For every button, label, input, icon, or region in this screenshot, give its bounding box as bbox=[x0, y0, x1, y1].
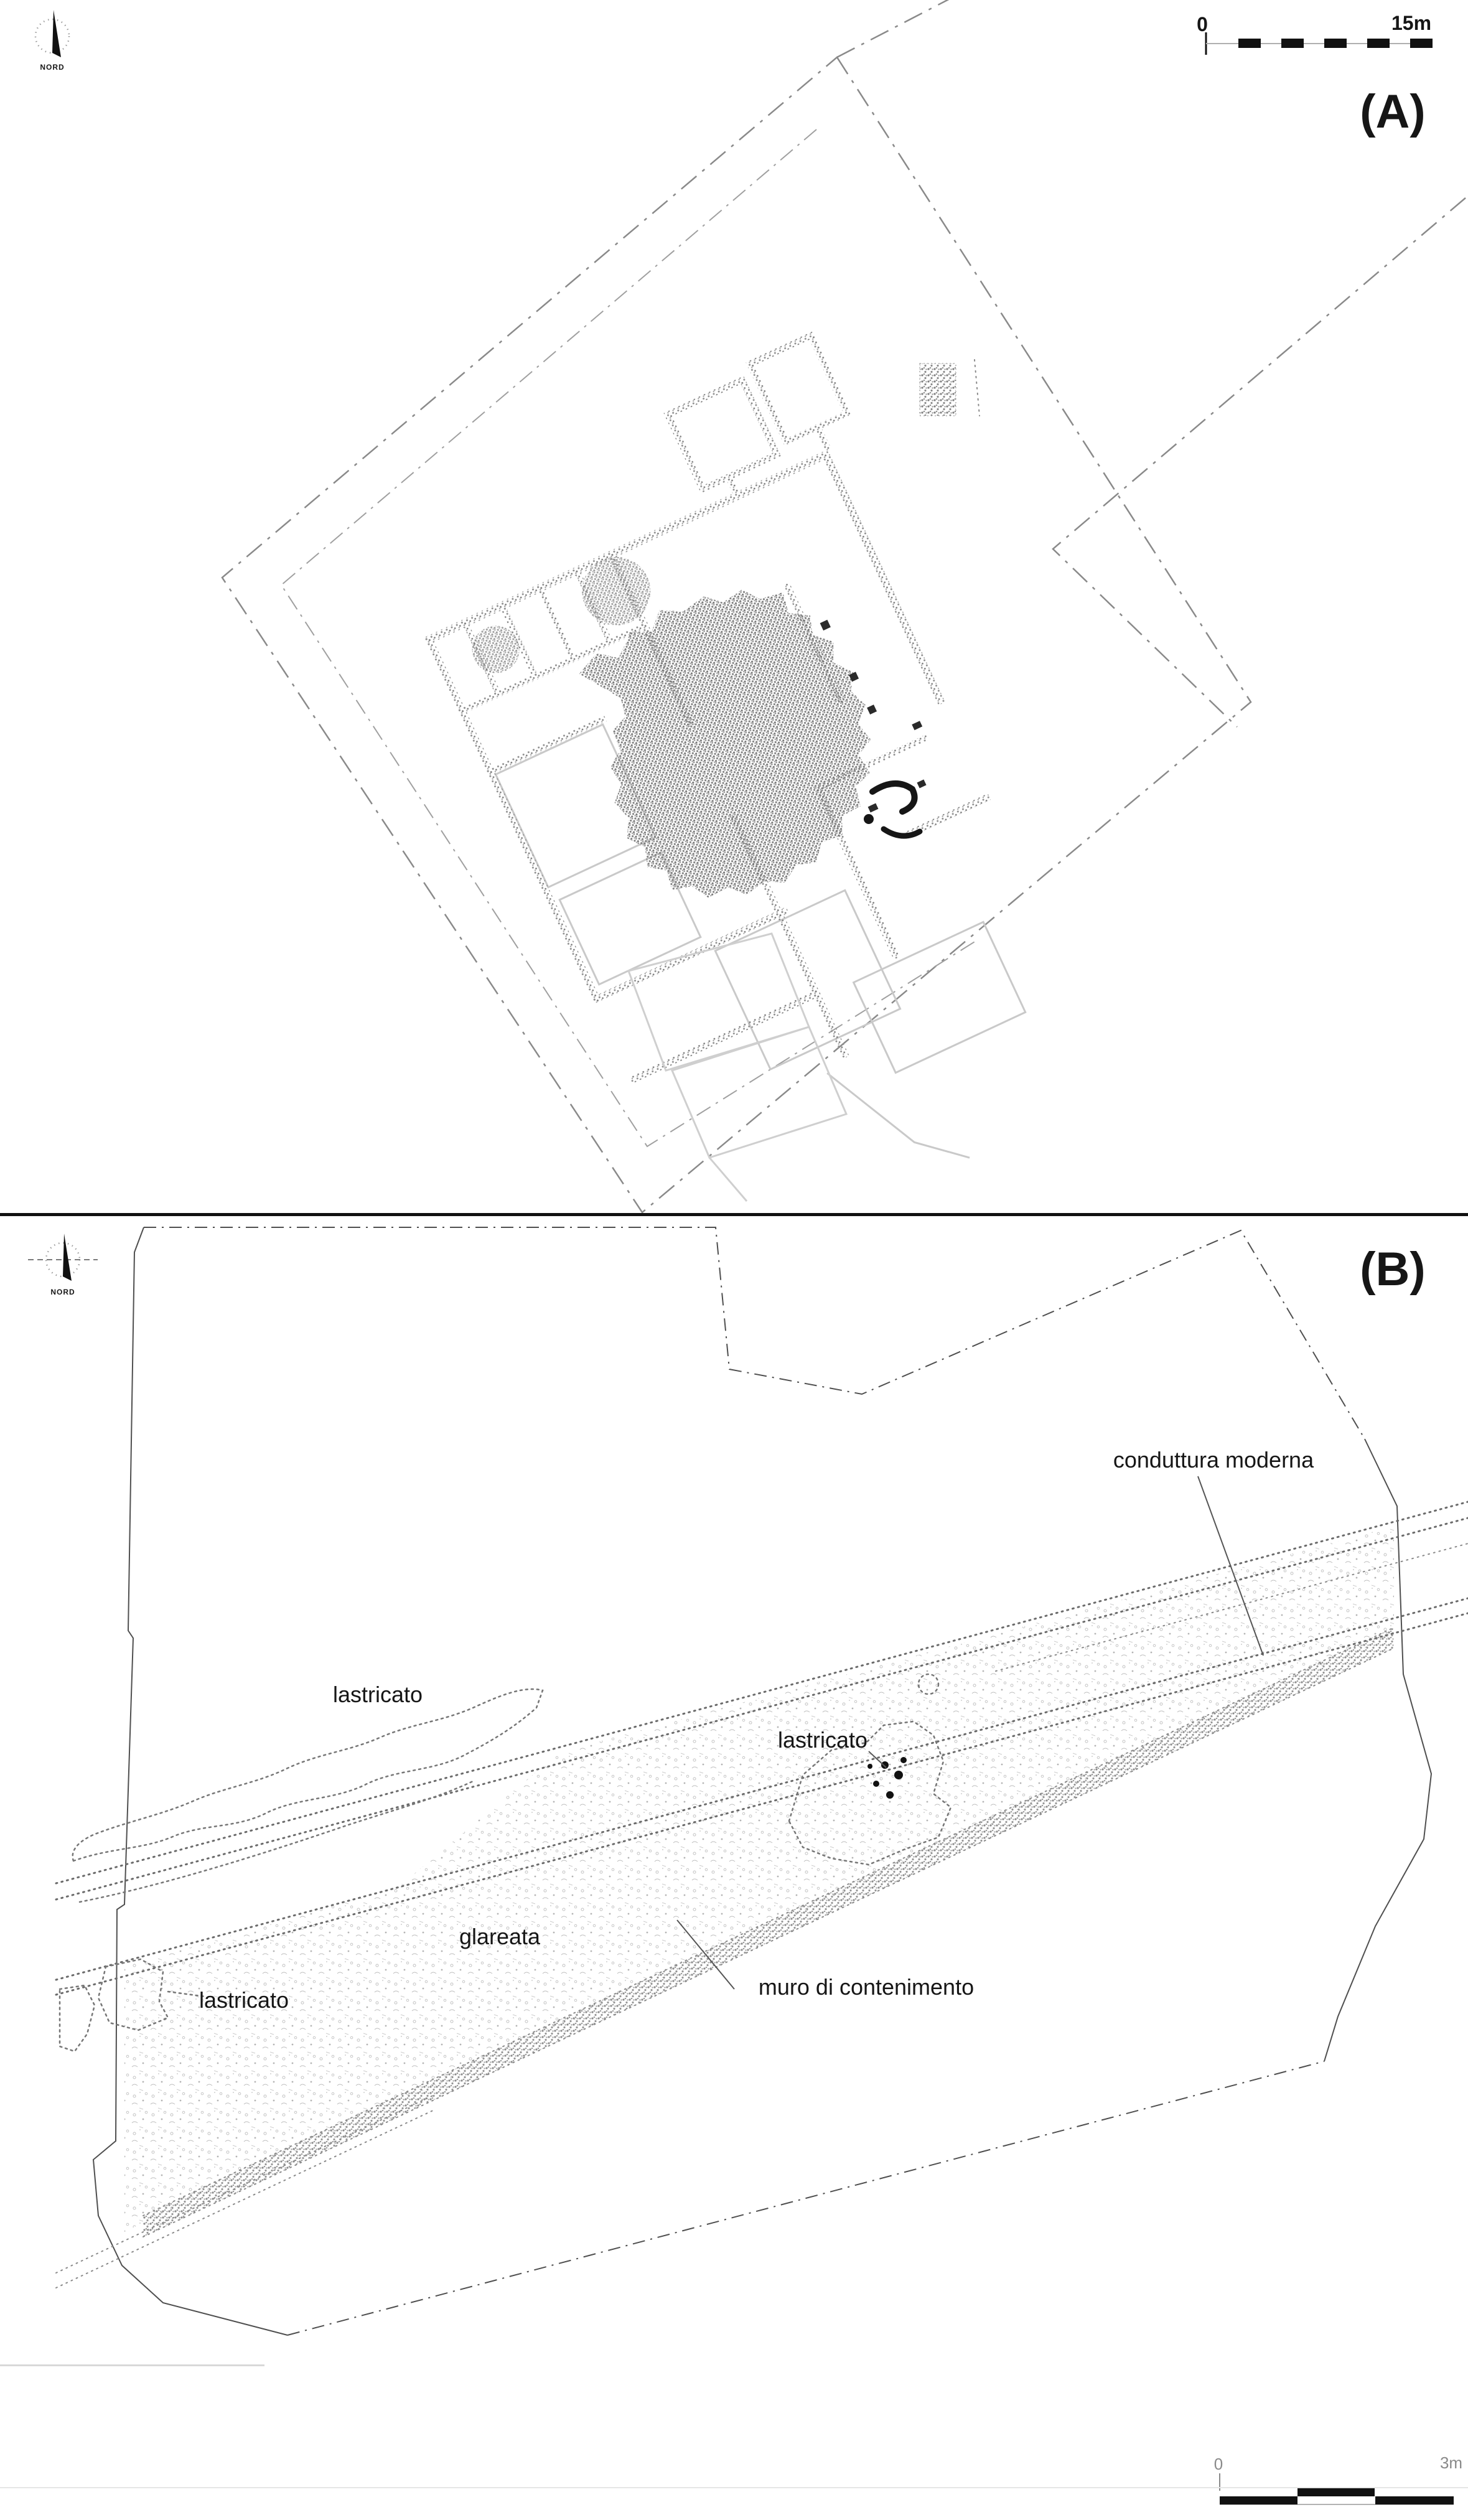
panel-b-outline-bottom bbox=[287, 2061, 1325, 2336]
rubble-patch-top bbox=[472, 625, 520, 673]
lastricato-edge-line bbox=[78, 1780, 474, 1903]
north-arrow-b: NORD bbox=[28, 1234, 98, 1296]
panel-a-label: (A) bbox=[1360, 85, 1426, 138]
annotation-lastricato-lower-left: lastricato bbox=[199, 1987, 289, 2013]
annotation-muro: muro di contenimento bbox=[759, 1974, 974, 2000]
annotation-dotted-line bbox=[974, 359, 980, 416]
dark-stones bbox=[867, 1757, 907, 1799]
scale-b-end: 3m bbox=[1440, 2453, 1462, 2472]
north-arrow-a: NORD bbox=[34, 10, 70, 72]
curved-structure bbox=[864, 780, 923, 839]
scan-artifact-line-1 bbox=[0, 2364, 264, 2366]
panel-b-outline-right bbox=[1324, 1438, 1433, 2062]
muro-leader bbox=[676, 1919, 735, 1990]
scale-b-start: 0 bbox=[1214, 2455, 1223, 2473]
lastricato-patch-center bbox=[788, 1720, 952, 1866]
stone-blocks bbox=[820, 619, 927, 813]
lastricato-connector bbox=[167, 1990, 207, 1998]
rubble-area bbox=[579, 589, 871, 898]
conduttura-leader bbox=[1197, 1476, 1264, 1656]
scale-bar-a: 0 15m bbox=[1197, 12, 1433, 55]
panel-a-boundary-inner bbox=[280, 129, 976, 1148]
lastricato-center-leader bbox=[868, 1751, 887, 1768]
north-arrow-icon bbox=[63, 1234, 72, 1281]
panel-b: NORD (B) bbox=[0, 1227, 1468, 2505]
scale-a-start: 0 bbox=[1197, 13, 1208, 35]
small-annotation-block bbox=[919, 363, 956, 416]
scale-bar-b: 0 3m bbox=[1214, 2453, 1462, 2505]
annotation-conduttura: conduttura moderna bbox=[1113, 1447, 1314, 1473]
lastricato-patch-lower-left-1 bbox=[97, 1958, 169, 2031]
panel-a-boundary-northeast bbox=[1052, 197, 1466, 728]
building-plan bbox=[423, 331, 1027, 1159]
panel-b-label: (B) bbox=[1360, 1243, 1426, 1296]
glareata-band bbox=[124, 1526, 1394, 2232]
north-label-b: NORD bbox=[50, 1288, 75, 1296]
rubble-patch-top2 bbox=[582, 556, 651, 625]
annotation-lastricato-upper-left: lastricato bbox=[333, 1682, 423, 1707]
scan-artifact-line-2 bbox=[0, 2487, 1468, 2488]
small-feature-circle bbox=[917, 1673, 940, 1695]
annotation-glareata: glareata bbox=[459, 1924, 541, 1949]
lastricato-patch-upper-left bbox=[72, 1688, 544, 1862]
panel-a-boundary-extension bbox=[836, 0, 950, 59]
north-label-a: NORD bbox=[40, 63, 64, 72]
panel-a-boundary-outer bbox=[221, 56, 1252, 1214]
scale-a-end: 15m bbox=[1391, 12, 1431, 34]
north-arrow-icon bbox=[52, 10, 61, 57]
panel-a: NORD 0 15m (A) bbox=[34, 0, 1466, 1214]
ghost-rooms-south bbox=[627, 932, 848, 1202]
muro-strip bbox=[143, 1628, 1394, 2237]
panel-divider bbox=[0, 1213, 1468, 1216]
panel-b-outline-top bbox=[144, 1227, 1365, 1440]
lastricato-patch-lower-left-2 bbox=[58, 1984, 96, 2053]
annotation-lastricato-center: lastricato bbox=[778, 1727, 867, 1753]
